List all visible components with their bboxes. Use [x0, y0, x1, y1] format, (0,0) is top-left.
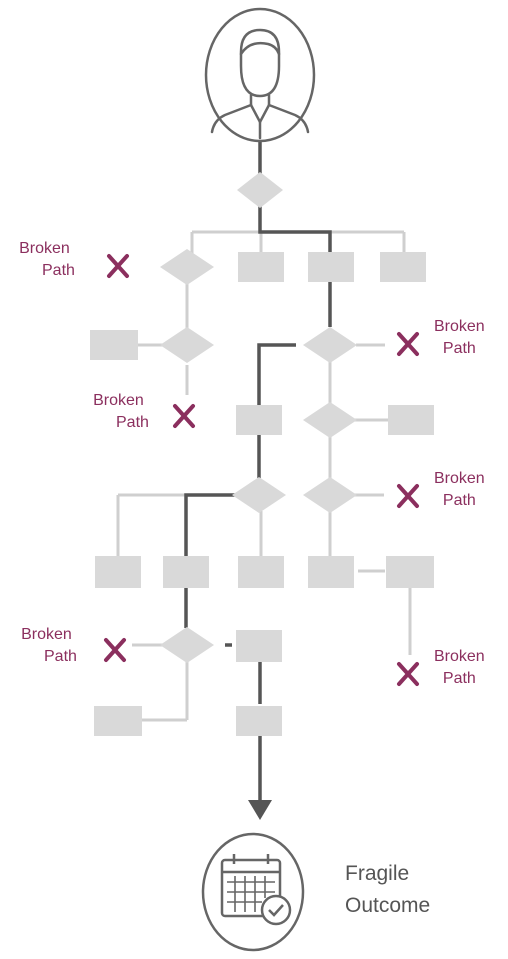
- broken-path-label: Broken Path: [434, 646, 485, 690]
- process-node: [238, 556, 284, 588]
- process-node: [94, 706, 142, 736]
- broken-label-line2: Path: [116, 414, 149, 431]
- process-node: [90, 330, 138, 360]
- process-node: [95, 556, 141, 588]
- x-mark-icon: [104, 638, 126, 662]
- broken-label-line1: Broken: [21, 626, 72, 643]
- decision-node: [160, 627, 214, 663]
- broken-path-label: Broken Path: [434, 316, 485, 360]
- process-node: [163, 556, 209, 588]
- decision-node: [303, 327, 357, 363]
- decision-node: [303, 477, 357, 513]
- broken-path-label: Broken Path: [14, 238, 75, 282]
- x-mark-icon: [173, 404, 195, 428]
- outcome-label: Fragile Outcome: [345, 858, 430, 922]
- process-node: [386, 556, 434, 588]
- decision-node: [160, 327, 214, 363]
- outcome-label-line1: Fragile: [345, 862, 410, 885]
- outcome-label-line2: Outcome: [345, 894, 431, 917]
- broken-label-line1: Broken: [93, 392, 144, 409]
- decision-node: [160, 249, 214, 285]
- broken-label-line1: Broken: [434, 318, 485, 335]
- light-connectors: [116, 230, 412, 722]
- decision-nodes: [160, 172, 357, 663]
- broken-label-line2: Path: [42, 262, 75, 279]
- process-node: [308, 556, 354, 588]
- broken-label-line2: Path: [442, 492, 476, 509]
- calendar-check-icon: [201, 832, 305, 952]
- broken-label-line1: Broken: [434, 648, 485, 665]
- process-node: [236, 630, 282, 662]
- broken-label-line1: Broken: [434, 470, 485, 487]
- process-nodes: [90, 252, 434, 736]
- process-node: [238, 252, 284, 282]
- x-mark-icon: [397, 332, 419, 356]
- broken-label-line2: Path: [442, 340, 476, 357]
- arrowhead: [248, 800, 272, 820]
- broken-path-label: Broken Path: [434, 468, 485, 512]
- decision-node: [232, 477, 286, 513]
- process-node: [236, 706, 282, 736]
- process-node: [308, 252, 354, 282]
- broken-label-line1: Broken: [19, 240, 70, 257]
- x-mark-icon: [397, 484, 419, 508]
- broken-label-line2: Path: [442, 670, 476, 687]
- x-mark-icons: [104, 254, 419, 686]
- process-node: [236, 405, 282, 435]
- main-path: [184, 140, 332, 820]
- decision-node: [237, 172, 283, 208]
- decision-node: [303, 402, 357, 438]
- person-icon: [204, 7, 316, 143]
- x-mark-icon: [107, 254, 129, 278]
- broken-path-label: Broken Path: [16, 624, 77, 668]
- process-node: [380, 252, 426, 282]
- process-node: [388, 405, 434, 435]
- broken-label-line2: Path: [44, 648, 77, 665]
- x-mark-icon: [397, 662, 419, 686]
- broken-path-label: Broken Path: [88, 390, 149, 434]
